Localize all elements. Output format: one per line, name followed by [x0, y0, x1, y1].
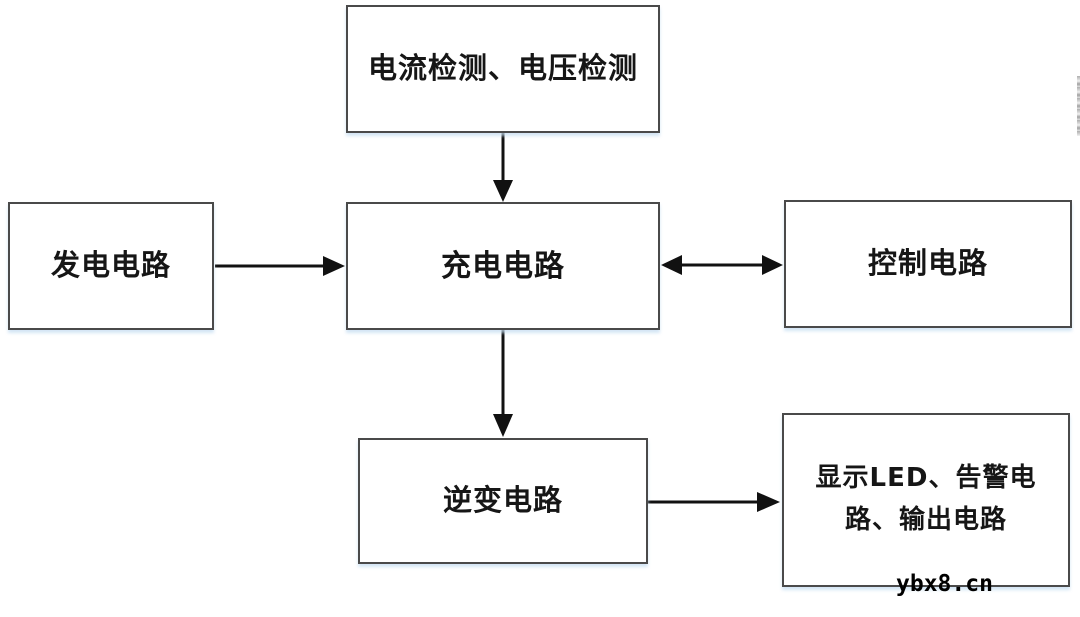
- cut-off-text-fragment: [1077, 76, 1080, 136]
- node-label: 发电电路: [50, 248, 171, 283]
- arrow-charging-to-inverter: [493, 330, 513, 437]
- node-label: 控制电路: [867, 246, 988, 281]
- node-label: 显示LED、告警电路、输出电路: [815, 463, 1037, 535]
- watermark-text: ybx8.cn: [896, 571, 993, 597]
- arrow-generation-to-charging: [215, 256, 345, 276]
- node-label: 逆变电路: [442, 483, 563, 518]
- arrow-charging-control-bidirectional: [661, 255, 783, 275]
- arrow-inverter-to-output: [648, 492, 780, 512]
- node-current-voltage-detection: 电流检测、电压检测: [346, 5, 660, 133]
- node-control-circuit: 控制电路: [784, 200, 1072, 328]
- node-label: 电流检测、电压检测: [367, 51, 638, 86]
- node-label: 充电电路: [441, 248, 565, 284]
- node-charging-circuit: 充电电路: [346, 202, 660, 330]
- node-led-alarm-output-circuit: 显示LED、告警电路、输出电路: [782, 413, 1070, 587]
- arrow-detection-to-charging: [493, 133, 513, 202]
- node-inverter-circuit: 逆变电路: [358, 438, 648, 564]
- node-power-generation-circuit: 发电电路: [8, 202, 214, 330]
